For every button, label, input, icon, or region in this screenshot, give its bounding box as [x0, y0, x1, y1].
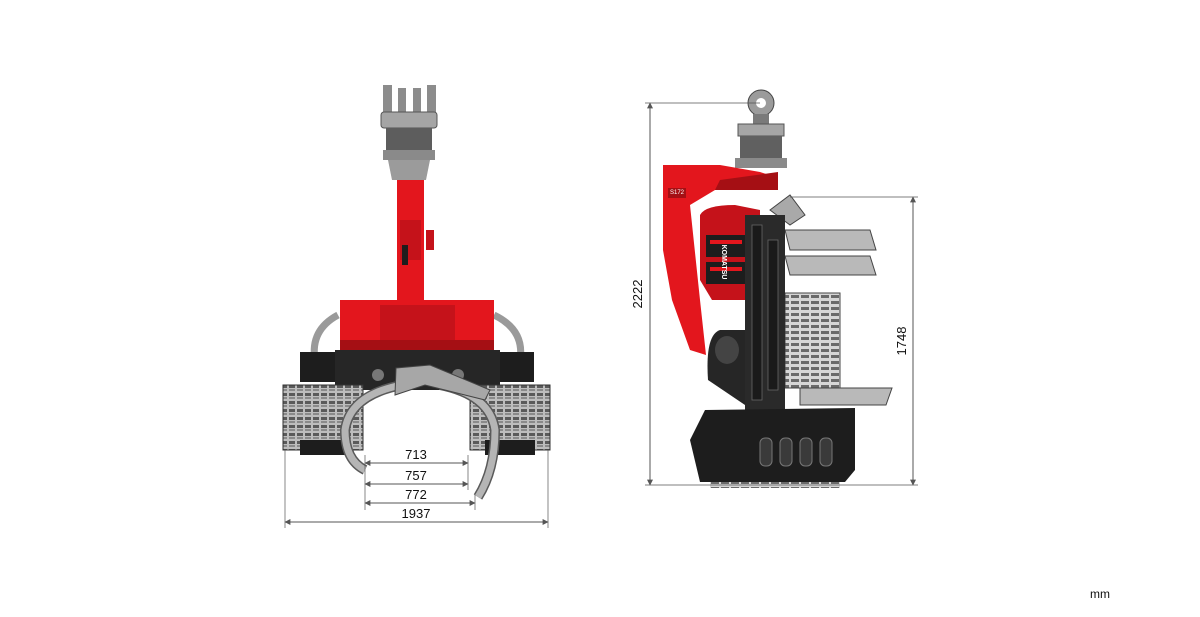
dim-label-757: 757 — [405, 468, 427, 483]
side-grapple-fingers — [769, 194, 893, 406]
brand-label: KOMATSU — [720, 245, 727, 280]
front-view-machine — [282, 85, 551, 500]
dim-label-2222: 2222 — [630, 280, 645, 309]
side-frame — [707, 215, 785, 410]
dim-label-713: 713 — [405, 447, 427, 462]
side-chassis — [690, 408, 855, 488]
front-boom — [397, 180, 434, 300]
front-dimensions: 713 757 772 1937 — [284, 447, 549, 528]
front-grapple — [339, 364, 501, 500]
dim-label-772: 772 — [405, 487, 427, 502]
side-view-machine: S172 KOMATSU — [663, 89, 893, 488]
side-dimensions: 2222 1748 — [630, 102, 918, 486]
units-label: mm — [1090, 587, 1110, 601]
model-label: S172 — [670, 190, 685, 196]
front-rotator — [380, 85, 438, 180]
dim-label-1937: 1937 — [402, 506, 431, 521]
side-rotator — [735, 89, 787, 168]
side-track-block — [784, 292, 841, 389]
dim-label-1748: 1748 — [894, 327, 909, 356]
